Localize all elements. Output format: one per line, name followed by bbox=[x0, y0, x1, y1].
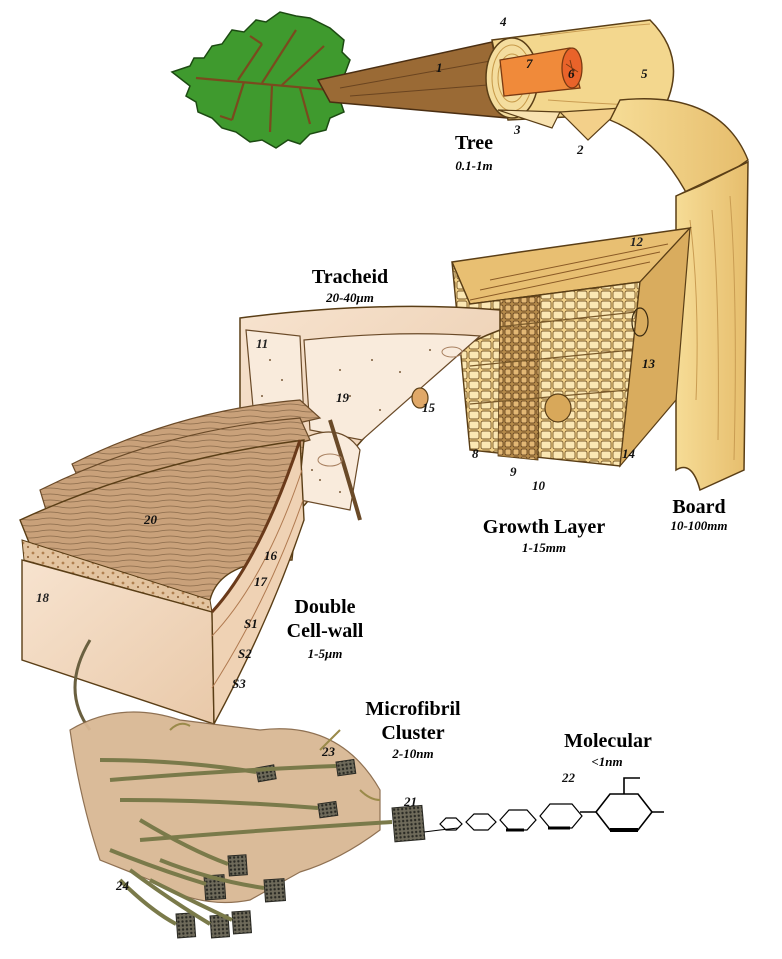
callout-4: 4 bbox=[500, 14, 507, 30]
callout-13: 13 bbox=[642, 356, 655, 372]
molecular-title: Molecular bbox=[550, 730, 666, 752]
board-title: Board bbox=[662, 496, 736, 518]
callout-20: 20 bbox=[144, 512, 157, 528]
trunk-shape bbox=[318, 42, 508, 118]
callout-3: 3 bbox=[514, 122, 521, 138]
tracheid-scale: 20-40μm bbox=[306, 290, 394, 306]
callout-1: 1 bbox=[436, 60, 443, 76]
callout-8: 8 bbox=[472, 446, 479, 462]
callout-24: 24 bbox=[116, 878, 129, 894]
callout-12: 12 bbox=[630, 234, 643, 250]
growth-layer-title: Growth Layer bbox=[462, 516, 626, 538]
microfibril-scale: 2-10nm bbox=[372, 746, 454, 762]
callout-10: 10 bbox=[532, 478, 545, 494]
callout-s2: S2 bbox=[238, 646, 252, 662]
callout-16: 16 bbox=[264, 548, 277, 564]
cellulose-chain bbox=[424, 778, 664, 832]
microfibril-title-line1: Microfibril bbox=[346, 698, 480, 720]
cell-wall-scale: 1-5μm bbox=[284, 646, 366, 662]
callout-7: 7 bbox=[526, 56, 533, 72]
callout-2: 2 bbox=[577, 142, 584, 158]
microfibril-title-line2: Cluster bbox=[360, 722, 466, 744]
callout-14: 14 bbox=[622, 446, 635, 462]
growth-layer-scale: 1-15mm bbox=[504, 540, 584, 556]
peeled-layer-2 bbox=[560, 108, 622, 140]
callout-s1: S1 bbox=[244, 616, 258, 632]
molecular-scale: <1nm bbox=[572, 754, 642, 770]
callout-17: 17 bbox=[254, 574, 267, 590]
glucose-ring-large bbox=[580, 778, 664, 830]
callout-18: 18 bbox=[36, 590, 49, 606]
tree-title: Tree bbox=[446, 132, 502, 154]
callout-23: 23 bbox=[322, 744, 335, 760]
cell-wall-title-line2: Cell-wall bbox=[262, 620, 388, 642]
resin-canal bbox=[545, 394, 571, 422]
cell-wall-title-line1: Double bbox=[270, 596, 380, 618]
tracheid-title: Tracheid bbox=[300, 266, 400, 288]
callout-22: 22 bbox=[562, 770, 575, 786]
callout-19: 19 bbox=[336, 390, 349, 406]
growth-layer-block bbox=[452, 228, 690, 466]
callout-11: 11 bbox=[256, 336, 268, 352]
tree-scale: 0.1-1m bbox=[440, 158, 508, 174]
callout-21: 21 bbox=[404, 794, 417, 810]
callout-15: 15 bbox=[422, 400, 435, 416]
tree-illustration bbox=[172, 12, 674, 148]
callout-5: 5 bbox=[641, 66, 648, 82]
latewood-band bbox=[498, 296, 540, 460]
callout-6: 6 bbox=[568, 66, 575, 82]
board-scale: 10-100mm bbox=[654, 518, 744, 534]
callout-9: 9 bbox=[510, 464, 517, 480]
callout-s3: S3 bbox=[232, 676, 246, 692]
